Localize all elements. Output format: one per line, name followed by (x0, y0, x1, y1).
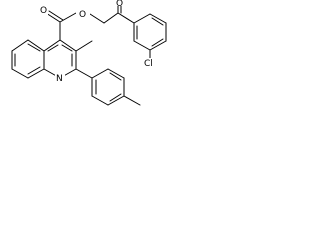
ester-carbonyl-oxygen: O (40, 6, 47, 16)
methyl-group (75, 40, 93, 52)
ester-group (45, 2, 135, 41)
ketone-oxygen: O (116, 0, 123, 9)
chemical-structure: O O O N Cl (11, 0, 167, 106)
chlorophenyl-ring (133, 13, 167, 61)
quinoline-ring (11, 39, 77, 79)
quinoline-nitrogen: N (56, 74, 63, 84)
ester-oxygen: O (79, 10, 86, 20)
chlorine-atom: Cl (144, 59, 153, 69)
tolyl-ring (75, 68, 141, 106)
